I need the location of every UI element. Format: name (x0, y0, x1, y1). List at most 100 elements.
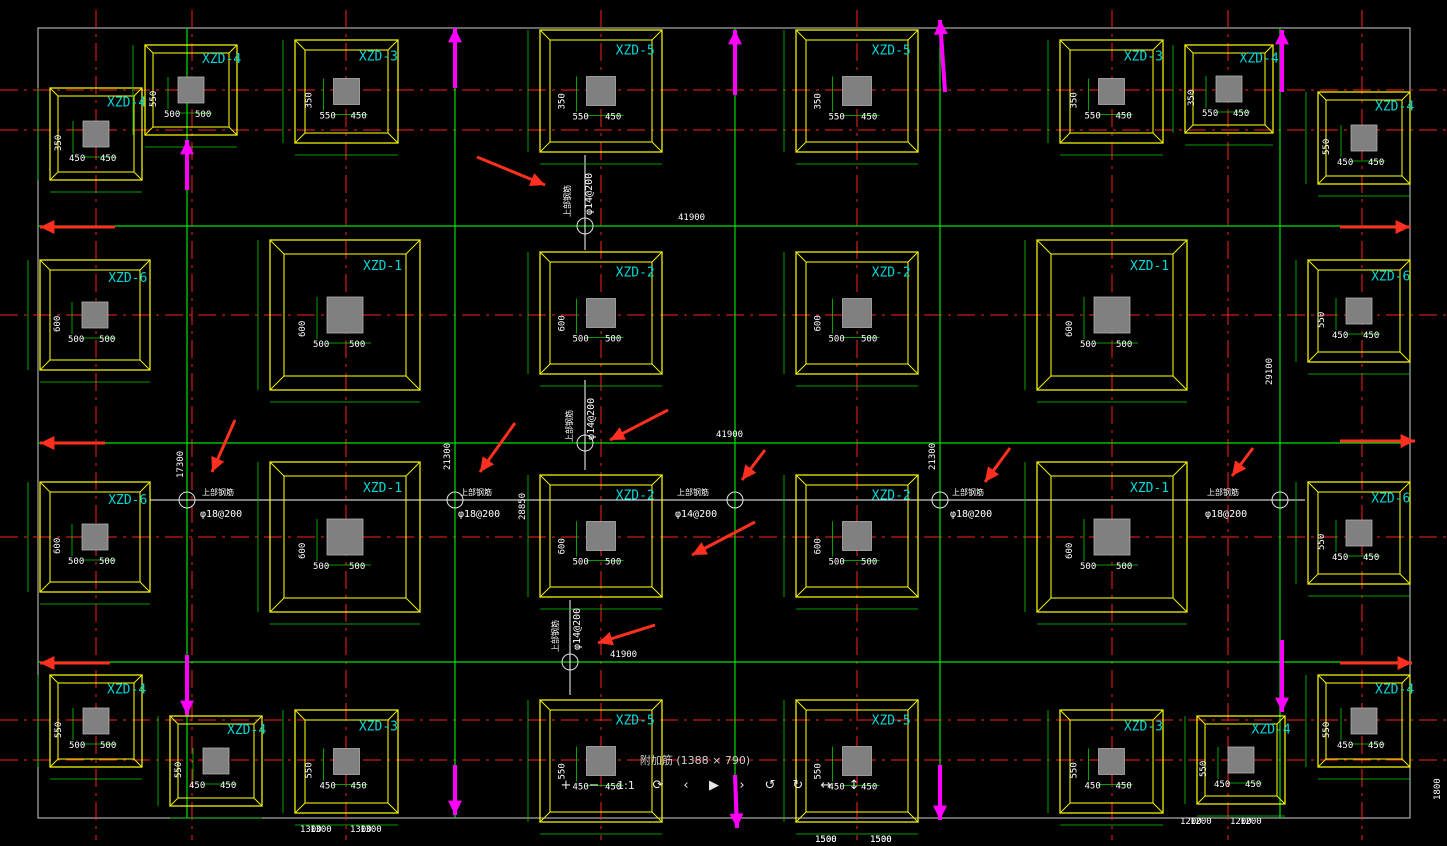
magenta-arrow-head (448, 28, 462, 43)
footing-chamfer (387, 709, 399, 721)
footing-dim-text: 550 (1202, 109, 1218, 119)
footing-chamfer (1059, 709, 1071, 721)
footing-dim-text: 500 (829, 335, 845, 345)
footing-chamfer (1172, 375, 1188, 391)
beam-rebar-sublabel: 上部钢筋 (1207, 487, 1239, 497)
footing-dim-text: 500 (573, 335, 589, 345)
red-leader-arrow-head (742, 464, 757, 480)
grid-bubble (1271, 491, 1289, 509)
beam-rebar-label: φ14@200 (584, 173, 595, 215)
beam-rebar-label: φ14@200 (572, 608, 583, 650)
footing-chamfer (39, 359, 51, 371)
footing-inner (304, 49, 389, 134)
footing-chamfer (39, 581, 51, 593)
column-pier (333, 78, 360, 105)
footing-dim-text: 500 (573, 558, 589, 568)
column-pier (842, 76, 872, 106)
span-label: 29100 (1265, 358, 1275, 385)
footing-chamfer (1152, 709, 1164, 721)
footing-outline (49, 674, 143, 768)
footing-chamfer (387, 39, 399, 51)
footing-chamfer (387, 132, 399, 144)
red-leader-arrow-head (610, 427, 626, 440)
footing-dim-text: 450 (189, 781, 205, 791)
zoom-in-button[interactable]: + (560, 778, 572, 793)
footing-chamfer (907, 699, 919, 711)
footing-chamfer (228, 44, 238, 54)
grid-bubble (726, 491, 744, 509)
footing-dim-text: 550 (829, 113, 845, 123)
footing-chamfer (907, 586, 919, 598)
column-pier (1227, 746, 1255, 774)
footing-outline (539, 699, 663, 823)
footing-chamfer (1317, 674, 1327, 684)
span-label: 21300 (928, 443, 938, 470)
column-pier (82, 707, 110, 735)
footing-inner (283, 253, 407, 377)
prev-button[interactable]: ‹ (683, 778, 689, 793)
footing-chamfer (1196, 715, 1206, 725)
footing-dim-text: 450 (1085, 782, 1101, 792)
footing-dim-text: 500 (605, 335, 621, 345)
footing-dim-text: 550 (1317, 534, 1327, 550)
zoom-out-button[interactable]: − (588, 778, 600, 793)
column-pier (1350, 124, 1378, 152)
footing-chamfer (539, 699, 551, 711)
magenta-arrow-head (448, 800, 462, 815)
footing-dim-text: 450 (573, 783, 589, 793)
footing-dim-text: 450 (351, 112, 367, 122)
red-leader-arrow-head (985, 466, 1000, 482)
footing-dim-text: 450 (1363, 331, 1379, 341)
footing-dim-text: 500 (313, 562, 329, 572)
footing-chamfer (49, 87, 59, 97)
footing-label: XZD-5 (616, 43, 655, 58)
footing-dim-text: 550 (174, 762, 184, 778)
reset-button[interactable]: ⟳ (652, 778, 664, 793)
footing-chamfer (1276, 795, 1286, 805)
viewer-caption: 附加筋 (1388 × 790) (639, 754, 751, 767)
flip-vertical-button[interactable]: ↕ (848, 778, 860, 793)
footing-chamfer (39, 259, 51, 271)
footing-outline (144, 44, 238, 136)
footing-dim-text: 550 (1317, 312, 1327, 328)
footing-dim-text: 550 (1322, 722, 1332, 738)
footing-dim-text: 350 (1187, 90, 1197, 106)
footing-chamfer (795, 586, 807, 598)
footing-dim-text: 500 (349, 562, 365, 572)
footing-chamfer (1317, 175, 1327, 185)
footing-dim-text: 450 (1332, 331, 1348, 341)
bottom-dim-text: 1500 (870, 835, 892, 845)
footing-inner (283, 475, 407, 599)
footing-chamfer (1036, 597, 1052, 613)
rotate-left-button[interactable]: ↺ (764, 778, 776, 793)
footing-label: XZD-6 (108, 493, 147, 508)
column-pier (202, 747, 230, 775)
footing-label: XZD-2 (616, 265, 655, 280)
flip-horizontal-button[interactable]: ↔ (820, 778, 832, 793)
footing-chamfer (144, 126, 154, 136)
footing-chamfer (139, 481, 151, 493)
play-button[interactable]: ▶ (709, 778, 719, 793)
footing-chamfer (405, 461, 421, 477)
footing-chamfer (795, 141, 807, 153)
rotate-right-button[interactable]: ↻ (792, 778, 804, 793)
span-label: 41900 (678, 213, 705, 223)
footing-chamfer (294, 709, 306, 721)
span-label: 21300 (443, 443, 453, 470)
footing-inner (1204, 723, 1278, 797)
footing-label: XZD-5 (616, 713, 655, 728)
actual-size-button[interactable]: 1:1 (617, 779, 635, 792)
footing-inner (1325, 99, 1403, 177)
footing-chamfer (795, 474, 807, 486)
footing-chamfer (269, 375, 285, 391)
footing-dim-text: 450 (605, 113, 621, 123)
column-pier (1093, 296, 1131, 334)
column-pier (842, 746, 872, 776)
footing-dim-text: 500 (1116, 562, 1132, 572)
next-button[interactable]: › (739, 778, 745, 793)
footing-label: XZD-2 (872, 488, 911, 503)
footing-inner (1192, 52, 1266, 126)
red-leader-arrow-head (598, 632, 614, 646)
footing-inner (1317, 491, 1401, 575)
